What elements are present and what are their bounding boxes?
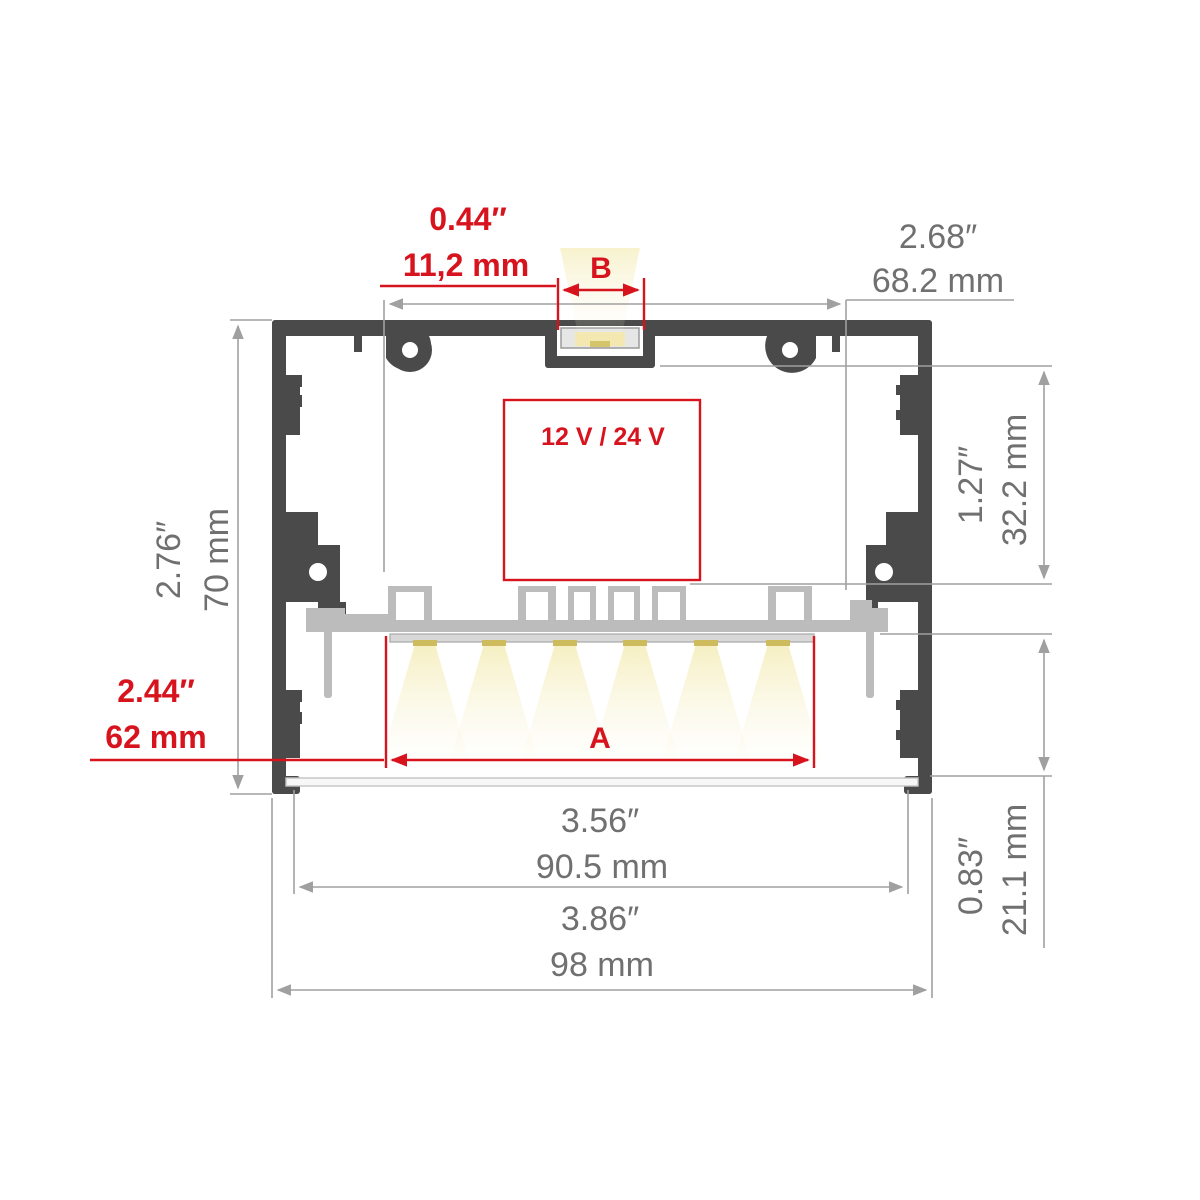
lower-cavity-inch-label: 0.83″ [952,837,990,915]
profile-right-hole [875,563,893,581]
profile-left-wall [272,320,286,794]
dimension-slot-b-opening [380,278,646,330]
upper-cavity-inch-label: 1.27″ [952,446,990,524]
inner-top-width-mm-label: 68.2 mm [872,262,1004,300]
profile-left-hole [309,563,327,581]
led-light-cone [662,644,750,760]
led-light-cone [521,644,609,760]
led-mounting-insert [306,586,888,698]
led-light-cone [591,644,679,760]
led-chip [694,640,718,646]
dimension-diffuser-width [293,790,909,894]
profile-top-tooth [354,334,362,352]
led-chip [553,640,577,646]
total-height-inch-label: 2.76″ [150,521,188,599]
profile-right-fins [866,375,920,758]
total-height-mm-label: 70 mm [198,508,236,612]
dimension-lower-cavity-height [880,633,1052,948]
dimension-upper-cavity-height [660,365,1052,585]
power-supply-label: 12 V / 24 V [541,423,665,451]
total-width-inch-label: 3.86″ [561,900,639,938]
upper-cavity-mm-label: 32.2 mm [996,414,1034,546]
led-light-cone [381,644,469,760]
profile-top-tooth [832,334,840,352]
profile-left-fins [284,375,340,758]
inner-top-width-inch-label: 2.68″ [899,218,977,256]
led-light-cone [450,644,538,760]
slot-a-label: A [589,722,611,755]
led-chip [766,640,790,646]
slot-b-inch-label: 0.44″ [429,201,507,237]
profile-right-wall [918,320,932,794]
screw-channel-right [765,328,816,373]
slot-b-mm-label: 11,2 mm [403,247,529,283]
total-width-mm-label: 98 mm [550,946,654,984]
diffuser-width-mm-label: 90.5 mm [536,848,668,886]
led-strip-inch-label: 2.44″ [117,673,195,709]
led-light-cone [734,644,822,760]
diffuser-cover [285,777,919,787]
led-chip [413,640,437,646]
led-strip-mm-label: 62 mm [105,719,206,755]
dimension-inner-top-width [383,298,1014,590]
diffuser-width-inch-label: 3.56″ [561,802,639,840]
power-supply-box: 12 V / 24 V [502,398,702,582]
screw-channel-left [386,328,432,372]
led-chip [482,640,506,646]
slot-b-label: B [590,252,612,285]
led-strip-a [381,633,822,760]
dimension-total-height [230,319,272,795]
dimension-led-strip-width [90,636,816,768]
led-chip [623,640,647,646]
dimension-total-width [271,798,933,998]
lower-cavity-mm-label: 21.1 mm [996,804,1034,936]
